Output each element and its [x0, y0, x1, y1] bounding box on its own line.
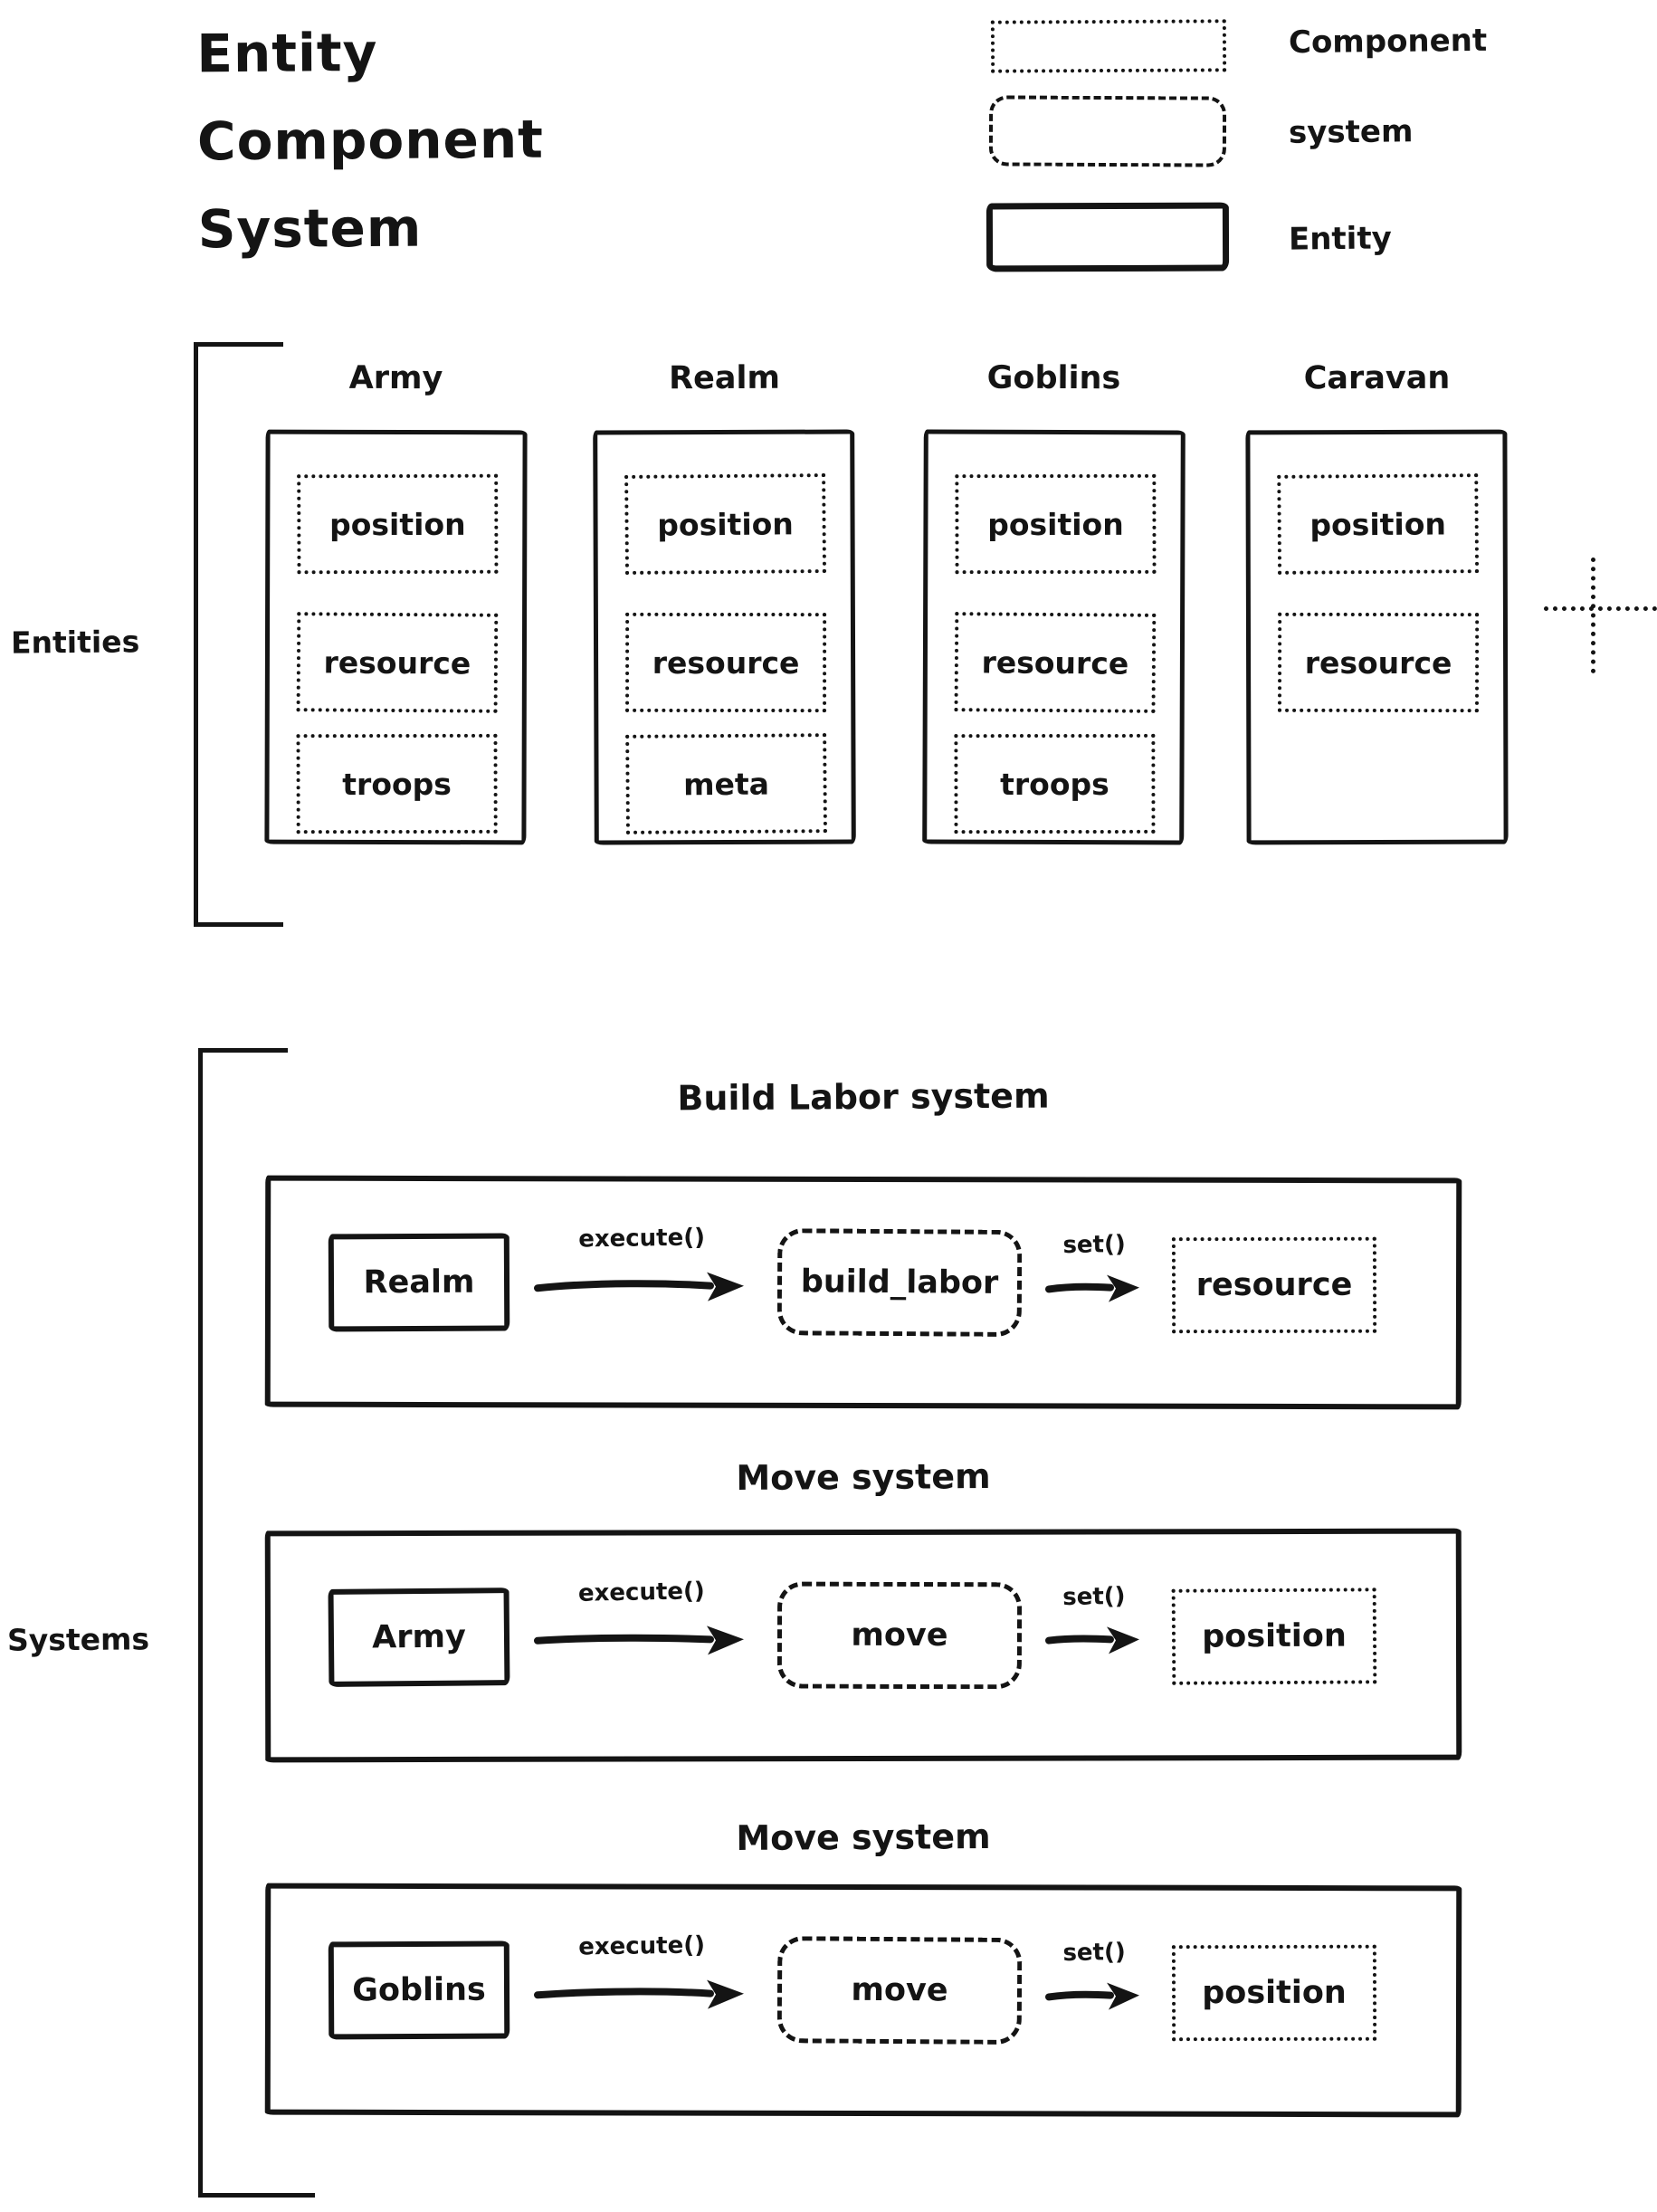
entity-node-army: Army	[328, 1587, 510, 1687]
component-resource: resource	[625, 612, 827, 713]
component-resource: resource	[296, 612, 499, 713]
entity-node-goblins: Goblins	[328, 1940, 510, 2040]
component-resource: resource	[1277, 612, 1480, 713]
component-troops: troops	[296, 733, 498, 834]
legend-label-system: system	[1288, 113, 1414, 151]
set-arrow-icon	[1045, 1274, 1140, 1302]
component-position: position	[955, 473, 1157, 575]
execute-arrow-icon	[534, 1979, 745, 2009]
component-troops: troops	[954, 733, 1156, 834]
page-title: Entity Component System	[196, 8, 545, 274]
legend-label-entity: Entity	[1288, 220, 1392, 258]
component-meta: meta	[625, 733, 827, 834]
action-node-move: move	[776, 1936, 1023, 2045]
system-box-build-labor: Realm execute() build_labor set() resour…	[264, 1175, 1462, 1410]
system-swatch-icon	[988, 95, 1227, 167]
system-title-move-army: Move system	[736, 1456, 991, 1498]
entity-box-army: position resource troops	[264, 429, 528, 845]
component-position: position	[1277, 473, 1480, 575]
entity-box-realm: position resource meta	[593, 429, 856, 845]
system-box-move-goblins: Goblins execute() move set() position	[264, 1883, 1462, 2118]
entity-title-realm: Realm	[669, 359, 780, 397]
execute-call-label: execute()	[577, 1931, 706, 1961]
systems-bracket	[198, 1048, 315, 2198]
systems-section-label: Systems	[6, 1621, 150, 1658]
plus-icon-horizontal	[1544, 606, 1657, 611]
execute-arrow-icon	[534, 1272, 745, 1301]
plus-icon-vertical	[1591, 558, 1595, 673]
entity-box-caravan: position resource	[1245, 429, 1509, 845]
component-resource: resource	[954, 612, 1157, 713]
component-position: position	[297, 473, 499, 575]
system-title-build-labor: Build Labor system	[677, 1075, 1050, 1119]
legend-label-component: Component	[1288, 22, 1488, 62]
component-node-resource: resource	[1171, 1236, 1377, 1334]
execute-call-label: execute()	[577, 1578, 706, 1607]
entity-swatch-icon	[986, 202, 1230, 272]
system-box-move-army: Army execute() move set() position	[264, 1528, 1462, 1763]
entity-node-realm: Realm	[328, 1233, 510, 1332]
set-arrow-icon	[1044, 1626, 1139, 1654]
execute-call-label: execute()	[577, 1224, 706, 1254]
system-title-move-goblins: Move system	[736, 1816, 991, 1858]
page-title-line: System	[197, 196, 423, 261]
set-call-label: set()	[1062, 1582, 1126, 1612]
set-call-label: set()	[1062, 1939, 1126, 1968]
action-node-move: move	[776, 1581, 1023, 1690]
component-swatch-icon	[990, 19, 1227, 73]
entities-bracket	[194, 342, 283, 927]
execute-arrow-icon	[533, 1626, 744, 1655]
entity-title-goblins: Goblins	[986, 359, 1121, 397]
page-title-line: Component	[196, 108, 545, 173]
set-arrow-icon	[1045, 1982, 1140, 2010]
component-position: position	[624, 473, 827, 575]
action-node-build-labor: build_labor	[776, 1228, 1023, 1338]
entities-section-label: Entities	[10, 624, 140, 661]
entity-title-army: Army	[348, 359, 443, 397]
entity-box-goblins: position resource troops	[922, 429, 1186, 845]
component-node-position: position	[1171, 1587, 1377, 1685]
component-node-position: position	[1171, 1944, 1377, 2042]
entity-title-caravan: Caravan	[1303, 359, 1451, 397]
page-title-line: Entity	[196, 21, 378, 85]
set-call-label: set()	[1062, 1231, 1126, 1260]
